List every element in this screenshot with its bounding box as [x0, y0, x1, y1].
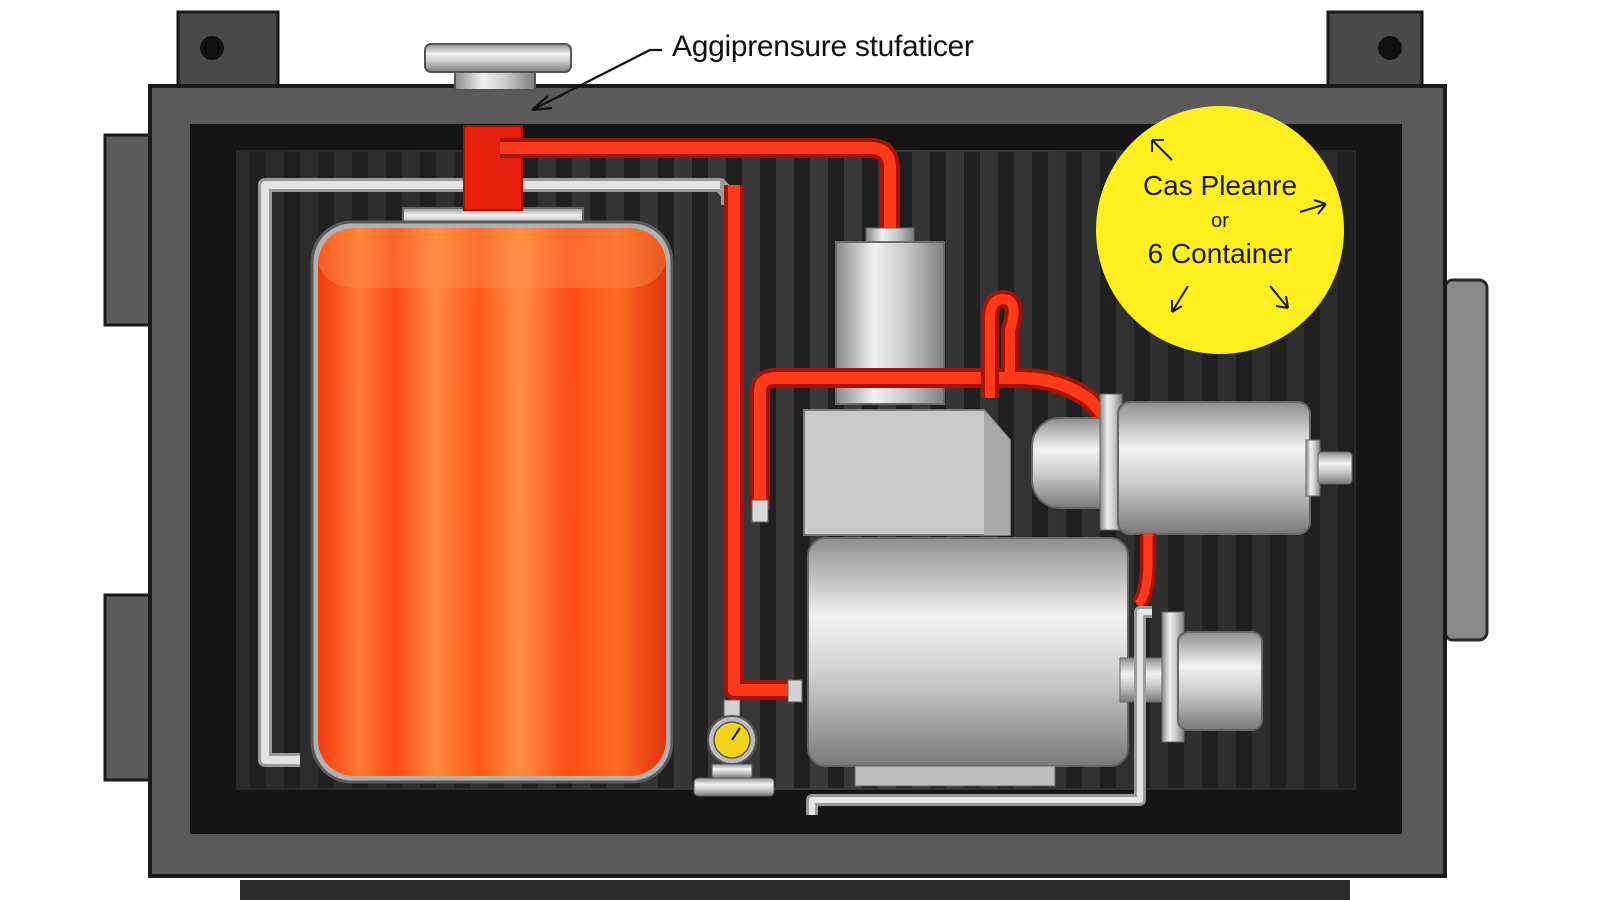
base-strip [240, 880, 1350, 900]
rib [692, 152, 708, 788]
side-bracket-lower [103, 593, 157, 782]
side-bracket-upper [103, 133, 157, 327]
callout-arrow [531, 48, 662, 112]
fill-cap [424, 43, 572, 91]
valve-block [803, 409, 1011, 536]
info-badge [1096, 106, 1344, 354]
mounting-tab-left [176, 10, 280, 92]
arrow-icon [1151, 139, 1327, 313]
pump-motor [1119, 611, 1263, 743]
right-flange [1443, 278, 1489, 642]
pressure-gauge-icon [693, 699, 775, 797]
mounting-tab-right [1326, 10, 1424, 92]
compressor-upper [1031, 393, 1353, 535]
gas-tank [310, 207, 674, 784]
callout-label: Aggiprensure stufaticer [672, 30, 974, 63]
badge-line-3: 6 Container [1147, 238, 1293, 269]
rib [284, 152, 300, 788]
badge-line-2: or [1211, 210, 1229, 232]
pipe-coupling [751, 499, 769, 523]
pump-body [807, 537, 1129, 787]
rib [794, 152, 810, 788]
badge-line-1: Cas Pleanre [1142, 170, 1298, 201]
